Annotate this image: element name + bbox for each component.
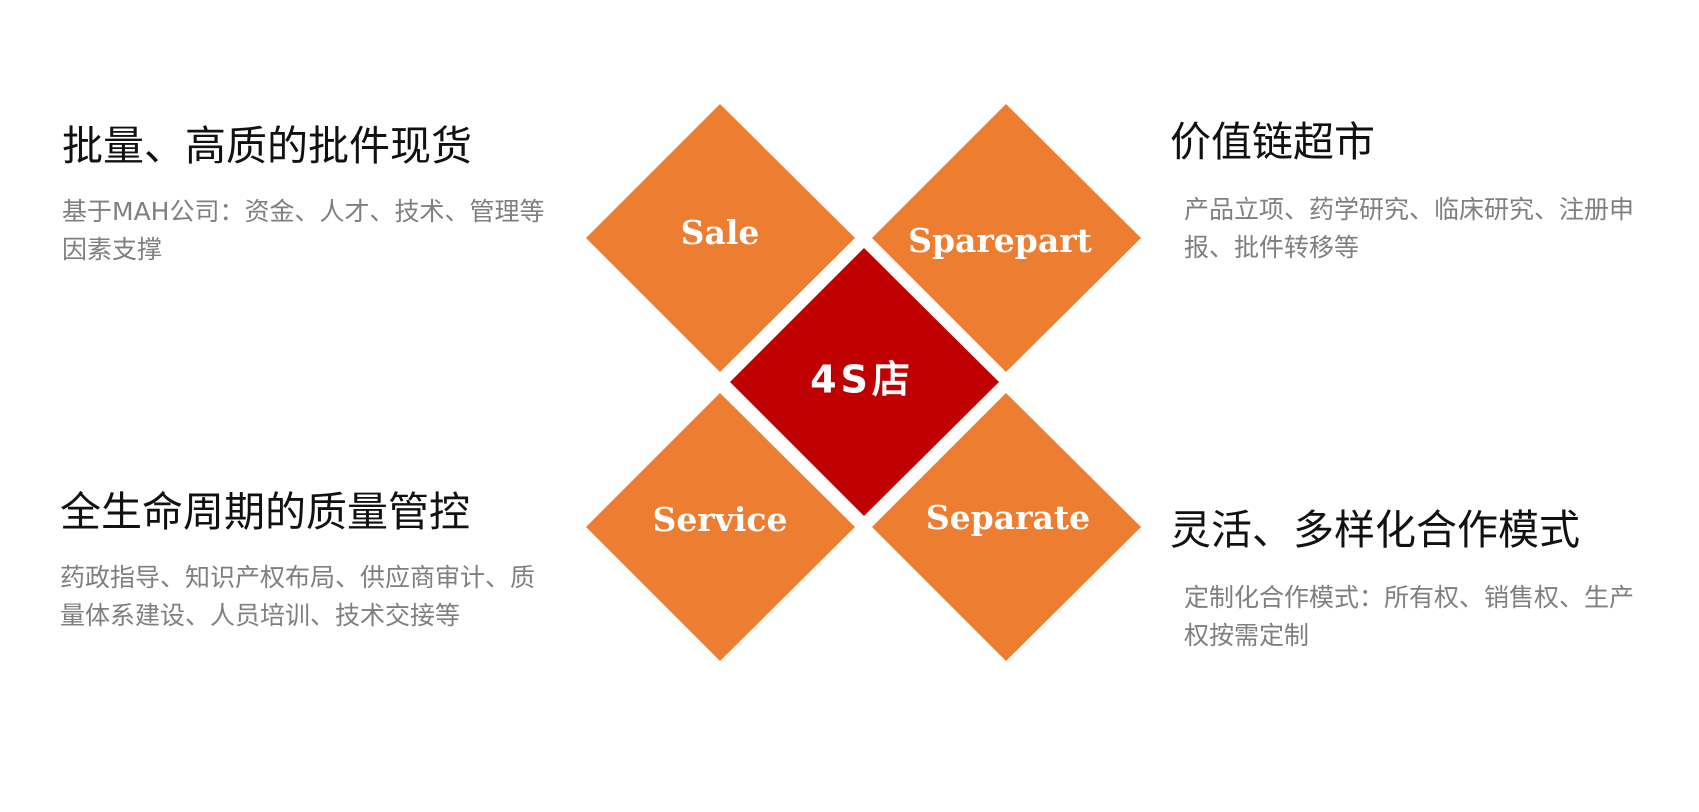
block-title: 灵活、多样化合作模式 xyxy=(1170,506,1580,554)
petal-label-sparepart: Sparepart xyxy=(908,221,1093,260)
petal-label-separate: Separate xyxy=(926,498,1090,537)
block-title: 批量、高质的批件现货 xyxy=(62,122,472,170)
block-description: 定制化合作模式：所有权、销售权、生产权按需定制 xyxy=(1184,583,1635,651)
block-bottom-left: 全生命周期的质量管控 药政指导、知识产权布局、供应商审计、质量体系建设、人员培训… xyxy=(60,488,550,635)
block-top-right: 价值链超市 产品立项、药学研究、临床研究、注册申报、批件转移等 xyxy=(1170,118,1655,267)
block-title: 价值链超市 xyxy=(1170,118,1375,166)
petal-label-sale: Sale xyxy=(681,213,760,252)
diamond-center xyxy=(730,248,999,516)
block-bottom-right: 灵活、多样化合作模式 定制化合作模式：所有权、销售权、生产权按需定制 xyxy=(1170,506,1655,655)
center-label: 4S店 xyxy=(810,358,914,402)
block-description: 基于MAH公司：资金、人才、技术、管理等因素支撑 xyxy=(62,197,545,265)
block-description: 药政指导、知识产权布局、供应商审计、质量体系建设、人员培训、技术交接等 xyxy=(60,563,536,631)
diamond-bottom-right xyxy=(872,393,1141,661)
diamond-top-left xyxy=(586,104,855,372)
block-title: 全生命周期的质量管控 xyxy=(60,488,470,536)
diamond-top-right xyxy=(872,104,1141,372)
block-top-left: 批量、高质的批件现货 基于MAH公司：资金、人才、技术、管理等因素支撑 xyxy=(62,122,552,269)
block-description: 产品立项、药学研究、临床研究、注册申报、批件转移等 xyxy=(1184,195,1635,263)
petal-label-service: Service xyxy=(652,500,787,539)
diamond-bottom-left xyxy=(586,393,855,661)
